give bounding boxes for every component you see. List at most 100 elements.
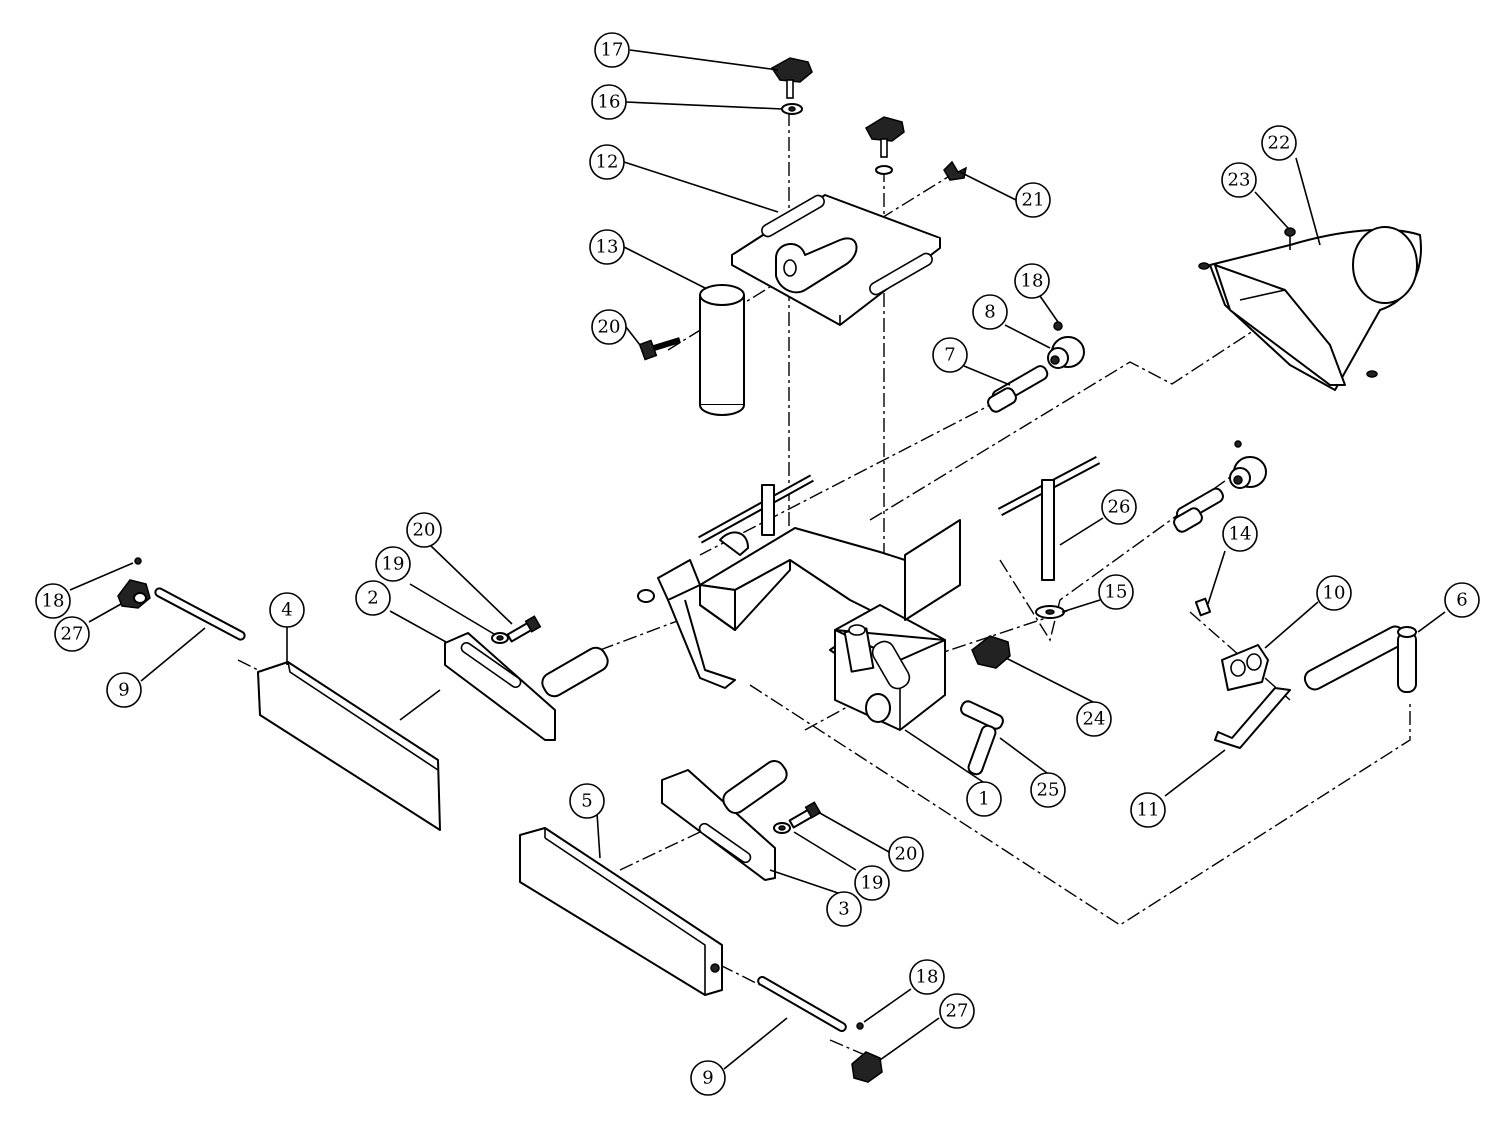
svg-text:19: 19	[382, 554, 405, 575]
knob-27-left	[117, 579, 151, 609]
knob-27-bottom	[851, 1051, 883, 1083]
callout-11: 11	[1130, 792, 1166, 828]
svg-text:21: 21	[1022, 190, 1045, 211]
svg-text:1: 1	[978, 789, 989, 810]
callout-17: 17	[594, 32, 630, 68]
svg-text:27: 27	[61, 624, 84, 645]
crank-6	[1303, 625, 1417, 693]
hood-screws	[1198, 262, 1378, 378]
set-screw-18-top	[1053, 321, 1063, 331]
callout-18-left: 18	[35, 583, 71, 619]
svg-text:18: 18	[1021, 271, 1044, 292]
svg-text:16: 16	[598, 92, 621, 113]
callout-20-top: 20	[591, 309, 627, 345]
callout-leaders	[69, 49, 1446, 1070]
callout-4: 4	[269, 592, 305, 628]
callout-18-top: 18	[1014, 263, 1050, 299]
bearing-right	[1173, 440, 1267, 533]
knob-top-center	[864, 116, 905, 175]
callout-20-left: 20	[406, 512, 442, 548]
shaft-7	[987, 365, 1049, 413]
set-screw-18-left	[134, 557, 142, 565]
svg-text:24: 24	[1083, 709, 1106, 730]
svg-text:18: 18	[916, 967, 939, 988]
callout-2: 2	[355, 580, 391, 616]
svg-text:27: 27	[946, 1001, 969, 1022]
callout-15: 15	[1098, 574, 1134, 610]
callout-12: 12	[589, 144, 625, 180]
wing-screw-21	[943, 160, 968, 181]
callout-9-left: 9	[106, 672, 142, 708]
callout-19-right: 19	[854, 865, 890, 901]
bolt-19-20-right	[773, 801, 822, 834]
fence-5	[519, 827, 723, 996]
svg-text:9: 9	[702, 1068, 713, 1089]
callout-3: 3	[826, 891, 862, 927]
callout-6: 6	[1444, 582, 1480, 618]
table-plate-12	[731, 194, 941, 326]
callout-19-left: 19	[375, 546, 411, 582]
callout-27-bottom: 27	[939, 993, 975, 1029]
screw-14	[1194, 597, 1212, 617]
knob-24	[971, 635, 1011, 669]
callout-26: 26	[1101, 489, 1137, 525]
svg-text:6: 6	[1456, 590, 1467, 611]
svg-text:14: 14	[1229, 524, 1252, 545]
svg-text:20: 20	[598, 317, 621, 338]
svg-text:22: 22	[1268, 133, 1291, 154]
callout-18-bottom: 18	[909, 959, 945, 995]
svg-text:17: 17	[601, 40, 624, 61]
svg-text:18: 18	[42, 591, 65, 612]
svg-text:25: 25	[1037, 780, 1060, 801]
svg-text:15: 15	[1105, 582, 1128, 603]
callout-27-left: 27	[54, 616, 90, 652]
knob-17	[770, 57, 813, 99]
callout-9-bottom: 9	[690, 1060, 726, 1096]
rod-9-left	[154, 587, 246, 641]
callout-13: 13	[589, 229, 625, 265]
screw-23	[1284, 227, 1296, 250]
callout-25: 25	[1030, 772, 1066, 808]
callout-22: 22	[1261, 125, 1297, 161]
bearing-8	[1047, 336, 1085, 369]
t-handle-26	[997, 456, 1101, 581]
bracket-3	[661, 760, 788, 881]
svg-text:11: 11	[1137, 800, 1160, 821]
lever-25	[960, 700, 1004, 776]
callout-23: 23	[1221, 162, 1257, 198]
bracket-2	[444, 632, 609, 741]
svg-text:9: 9	[118, 680, 129, 701]
svg-text:2: 2	[367, 588, 378, 609]
callout-14: 14	[1222, 516, 1258, 552]
svg-text:19: 19	[861, 873, 884, 894]
set-screw-18-bottom	[856, 1022, 864, 1030]
svg-text:7: 7	[944, 345, 955, 366]
svg-text:3: 3	[838, 899, 849, 920]
svg-text:26: 26	[1108, 497, 1131, 518]
svg-text:13: 13	[596, 237, 619, 258]
svg-text:10: 10	[1323, 583, 1346, 604]
fence-4	[257, 661, 441, 831]
callout-16: 16	[591, 84, 627, 120]
rod-9-bottom	[757, 976, 847, 1032]
bolt-19-20-left	[491, 615, 542, 644]
blade-11	[1214, 687, 1291, 749]
svg-text:5: 5	[581, 791, 592, 812]
base-assembly	[637, 474, 961, 731]
tube-13	[699, 284, 745, 416]
callout-10: 10	[1316, 575, 1352, 611]
svg-text:20: 20	[895, 844, 918, 865]
svg-text:23: 23	[1228, 170, 1251, 191]
callout-1: 1	[966, 781, 1002, 817]
callouts: 17 16 12 13 20 21 22 23 18 8 7 26 15 14 …	[35, 32, 1480, 1096]
svg-text:12: 12	[596, 152, 619, 173]
callout-8: 8	[972, 294, 1008, 330]
callout-20-right: 20	[888, 836, 924, 872]
callout-5: 5	[569, 783, 605, 819]
svg-text:20: 20	[413, 520, 436, 541]
bolt-20-top	[638, 337, 681, 361]
callout-21: 21	[1015, 182, 1051, 218]
washer-15	[1035, 605, 1065, 619]
dust-hood-22	[1209, 226, 1422, 391]
